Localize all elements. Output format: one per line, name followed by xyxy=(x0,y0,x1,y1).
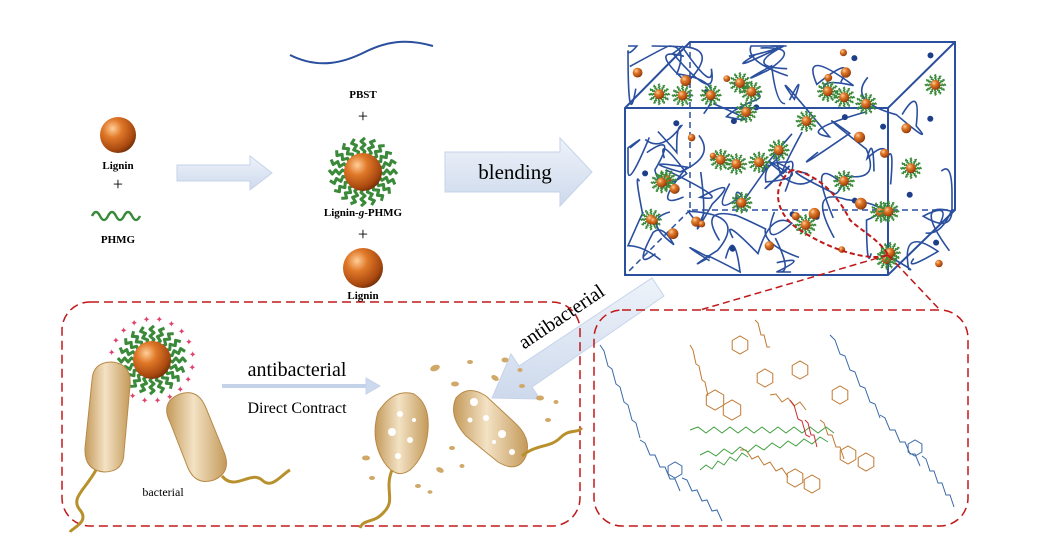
label-pbst: PBST xyxy=(349,89,377,101)
svg-text:✦: ✦ xyxy=(156,316,164,326)
svg-text:✦: ✦ xyxy=(185,338,193,348)
zoom-leader-right xyxy=(887,254,941,311)
svg-text:✦: ✦ xyxy=(108,349,116,359)
zoom-region-outline xyxy=(777,168,890,259)
composite-cube xyxy=(624,41,956,276)
bacterium-damaged-right xyxy=(453,390,584,468)
svg-text:✦: ✦ xyxy=(129,392,137,402)
svg-text:✦: ✦ xyxy=(154,397,162,407)
svg-text:✦: ✦ xyxy=(184,375,192,385)
bacterium-intact-right xyxy=(166,392,291,485)
label-lignin-bottom: Lignin xyxy=(347,290,378,302)
chemical-structure-box xyxy=(593,309,969,527)
arrow-blending xyxy=(444,136,593,208)
svg-text:✦: ✦ xyxy=(141,396,149,406)
pbst-chain xyxy=(289,40,434,65)
antibacterial-mechanism-box xyxy=(61,301,581,527)
plus-graft: + xyxy=(358,224,368,244)
bacterial-debris xyxy=(362,357,559,494)
plus-pbst: + xyxy=(358,106,368,126)
svg-text:✦: ✦ xyxy=(178,328,186,338)
label-bacterial: bacterial xyxy=(142,485,184,499)
label-lignin-left: Lignin xyxy=(102,160,133,172)
bacterium-damaged-left xyxy=(358,392,429,529)
arrow-synthesis xyxy=(176,154,273,192)
svg-text:✦: ✦ xyxy=(177,386,185,396)
label-direct-contract: Direct Contract xyxy=(247,400,347,417)
label-lignin-g-phmg: Lignin-g-PHMG xyxy=(324,207,403,219)
svg-text:✦: ✦ xyxy=(143,315,151,325)
lignin-particle-bottom xyxy=(343,248,383,288)
lignin-g-phmg-particle-small: ✦✦✦✦✦✦✦✦✦✦✦✦✦✦✦✦✦✦✦✦ xyxy=(108,315,197,406)
label-phmg: PHMG xyxy=(101,234,136,246)
svg-text:✦: ✦ xyxy=(168,320,176,330)
svg-text:✦: ✦ xyxy=(120,326,128,336)
plus-lignin: + xyxy=(113,174,123,194)
lignin-particle-left xyxy=(100,117,136,153)
bacterium-intact-left xyxy=(68,361,131,533)
svg-text:✦: ✦ xyxy=(189,351,197,361)
chemical-structure xyxy=(599,319,955,522)
svg-text:✦: ✦ xyxy=(130,319,138,329)
label-blending: blending xyxy=(478,160,552,184)
lignin-g-phmg-particle xyxy=(327,136,399,208)
svg-text:✦: ✦ xyxy=(112,337,120,347)
zoom-leader-left xyxy=(699,254,889,311)
phmg-chain xyxy=(90,210,142,222)
label-antibacterial: antibacterial xyxy=(248,359,347,381)
svg-text:✦: ✦ xyxy=(189,363,197,373)
arrow-antibacterial xyxy=(491,277,665,400)
svg-text:✦: ✦ xyxy=(166,393,174,403)
